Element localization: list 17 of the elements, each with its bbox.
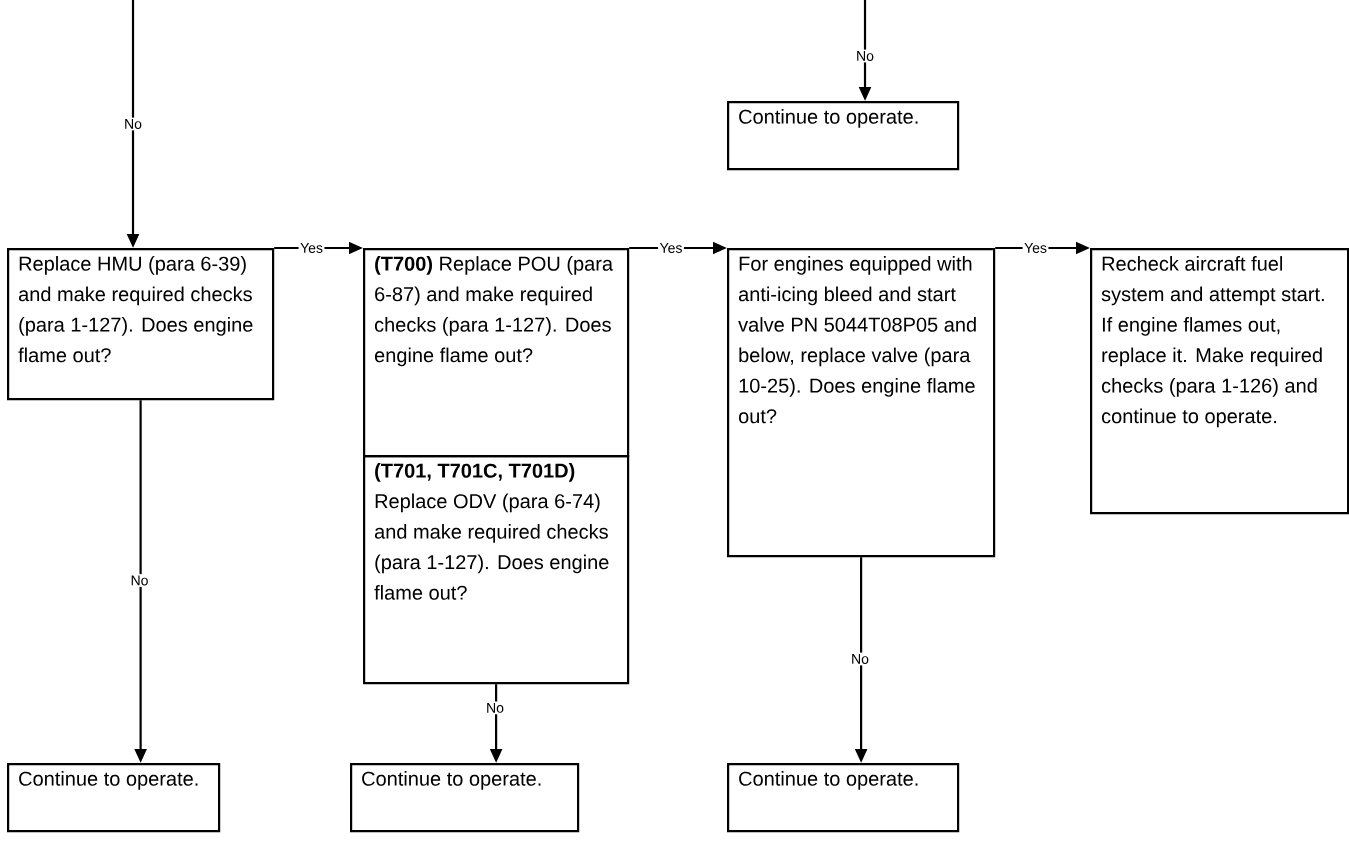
process-box: Recheck aircraft fuel system and attempt start. If engine flames out, replace it. Make required checks (para 1-126) and continue to operate. bbox=[1090, 248, 1349, 515]
edge-label: No bbox=[849, 652, 871, 666]
edge-label: No bbox=[484, 701, 506, 715]
terminal-box: Continue to operate. bbox=[727, 763, 960, 833]
terminal-box: Continue to operate. bbox=[7, 763, 221, 833]
edge-label: No bbox=[129, 574, 150, 587]
process-box: For engines equipped with anti-icing bleed and start valve PN 5044T08P05 and below, replace valve (para 10-25). Does engine flame out? bbox=[727, 248, 996, 558]
process-box: (T701, T701C, T701D) Replace ODV (para 6-74) and make required checks (para 1-127). Does engine flame out? bbox=[363, 455, 630, 685]
process-box: (T700) Replace POU (para 6-87) and make required checks (para 1-127). Does engine flame out? bbox=[363, 248, 630, 458]
terminal-box: Continue to operate. bbox=[727, 101, 960, 171]
terminal-box: Continue to operate. bbox=[350, 763, 580, 833]
edge-label: No bbox=[122, 117, 144, 131]
edge-label: Yes bbox=[298, 241, 325, 255]
edge-label: Yes bbox=[658, 241, 684, 255]
edge-label: Yes bbox=[1022, 241, 1049, 255]
edge-label: No bbox=[854, 49, 876, 63]
process-box: Replace HMU (para 6-39) and make required checks (para 1-127). Does engine flame out? bbox=[7, 248, 275, 401]
